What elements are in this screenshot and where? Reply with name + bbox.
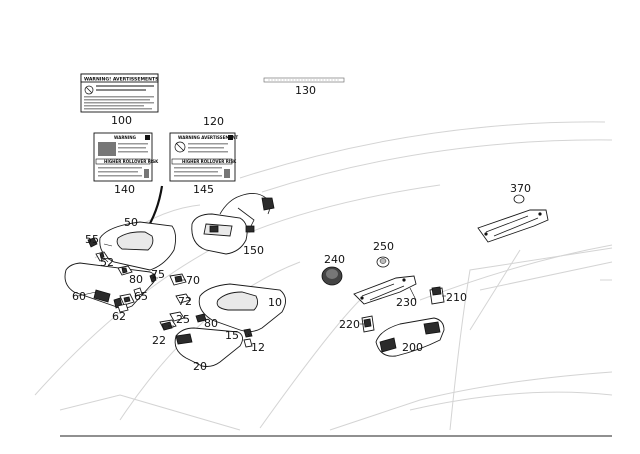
callout-75: 75 <box>151 268 165 281</box>
clips-55-52 <box>87 237 109 262</box>
sun-visor-10 <box>198 283 286 333</box>
bracket-370 <box>477 194 549 243</box>
warning-label-100: WARNING! AVERTISSEMENTS <box>80 73 158 113</box>
cap-250 <box>376 256 390 268</box>
callout-145: 145 <box>193 183 214 196</box>
callout-100: 100 <box>111 114 132 127</box>
callout-80b: 80 <box>204 317 218 330</box>
callout-55: 55 <box>85 233 99 246</box>
callout-50: 50 <box>124 216 138 229</box>
trim-strip-130 <box>263 77 345 83</box>
callout-80a: 80 <box>129 273 143 286</box>
sun-visor-50 <box>99 221 177 271</box>
clips-15-12 <box>243 328 253 348</box>
callout-labels: 100 120 130 140 145 50 55 52 60 80 75 70… <box>72 84 531 373</box>
callout-10: 10 <box>268 296 282 309</box>
callout-240: 240 <box>324 253 345 266</box>
callout-200: 200 <box>402 341 423 354</box>
callout-130: 130 <box>295 84 316 97</box>
light-panel-200 <box>375 317 445 357</box>
sun-visor-60 <box>64 262 156 309</box>
warning-label-140: WARNING HIGHER ROLLOVER RISK <box>93 132 159 182</box>
callout-230: 230 <box>396 296 417 309</box>
callout-15: 15 <box>225 329 239 342</box>
warning-label-140-header: WARNING <box>114 135 136 140</box>
switch-210 <box>429 286 445 305</box>
knob-240 <box>321 266 343 286</box>
callout-25: 25 <box>176 313 190 326</box>
warning-label-145: WARNING AVERTISSEMENT HIGHER ROLLOVER RI… <box>169 132 238 182</box>
callout-52: 52 <box>100 256 114 269</box>
callout-22: 22 <box>152 334 166 347</box>
callout-370: 370 <box>510 182 531 195</box>
clip-220 <box>361 315 375 333</box>
callout-62: 62 <box>112 310 126 323</box>
callout-65: 65 <box>134 290 148 303</box>
callout-60: 60 <box>72 290 86 303</box>
callout-70: 70 <box>186 274 200 287</box>
bracket-230 <box>353 275 417 305</box>
callout-210: 210 <box>446 291 467 304</box>
leader-lines <box>77 243 446 337</box>
callout-140: 140 <box>114 183 135 196</box>
callout-12: 12 <box>251 341 265 354</box>
callout-150: 150 <box>243 244 264 257</box>
rollover-text-145: HIGHER ROLLOVER RISK <box>182 159 237 164</box>
sun-visor-20 <box>159 311 243 367</box>
callout-72: 72 <box>178 295 192 308</box>
warning-label-145-header: WARNING AVERTISSEMENT <box>178 135 238 140</box>
callout-120: 120 <box>203 115 224 128</box>
callout-220: 220 <box>339 318 360 331</box>
callout-250: 250 <box>373 240 394 253</box>
rollover-text-140: HIGHER ROLLOVER RISK <box>104 159 159 164</box>
overhead-console-150 <box>191 193 275 255</box>
warning-label-100-header: WARNING! AVERTISSEMENTS <box>84 77 158 83</box>
clips-group-left <box>113 265 191 313</box>
callout-20: 20 <box>193 360 207 373</box>
